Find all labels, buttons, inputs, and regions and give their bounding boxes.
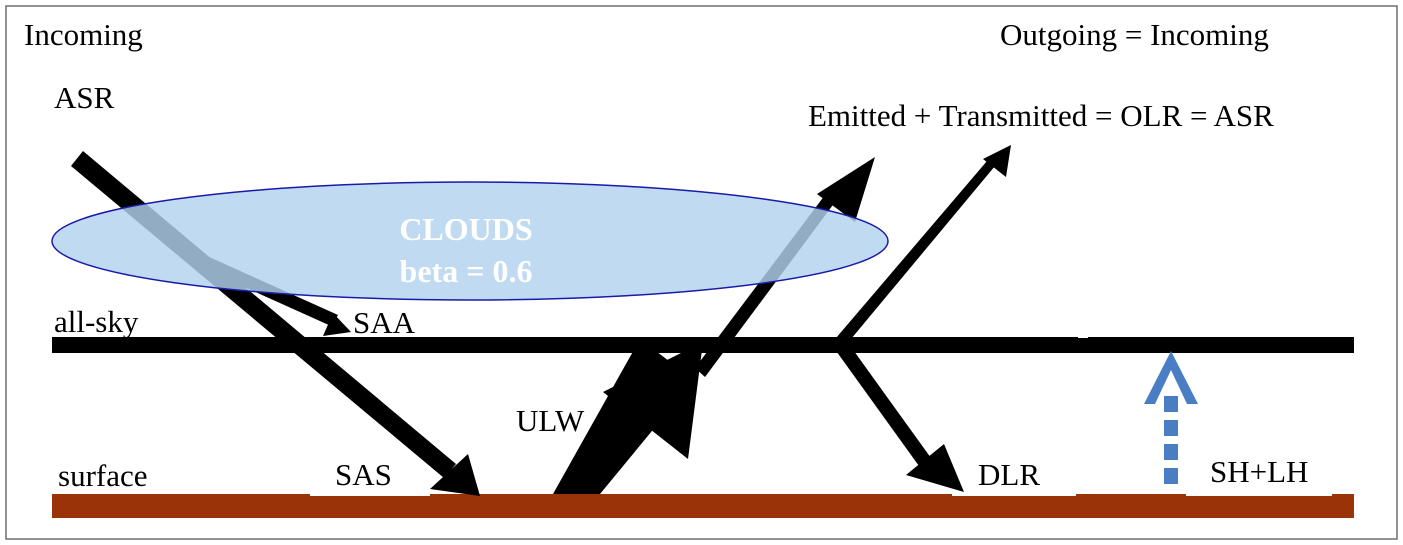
asr-label: ASR: [54, 80, 115, 115]
sas-label: SAS: [335, 457, 392, 492]
outgoing-title: Outgoing = Incoming: [1000, 17, 1269, 52]
surface-label: surface: [58, 458, 148, 493]
dlr-arrow: [834, 340, 964, 492]
sh-lh-arrow: [1144, 351, 1198, 484]
all-sky-label: all-sky: [54, 304, 139, 339]
clouds-ellipse: [51, 181, 889, 301]
ulw-label: ULW: [516, 403, 585, 438]
surface-bar: [52, 494, 1354, 518]
diagram-frame: [5, 5, 1398, 540]
transmitted-arrow: [836, 145, 1011, 345]
olr-equation: Emitted + Transmitted = OLR = ASR: [808, 98, 1274, 133]
beta-label: beta = 0.6: [400, 253, 533, 289]
sh-lh-label: SH+LH: [1210, 454, 1308, 489]
incoming-title: Incoming: [24, 17, 143, 52]
clouds-label: CLOUDS: [399, 211, 532, 247]
saa-label: SAA: [353, 305, 416, 340]
all-sky-layer-line: [52, 337, 1354, 353]
dlr-label: DLR: [978, 457, 1040, 492]
